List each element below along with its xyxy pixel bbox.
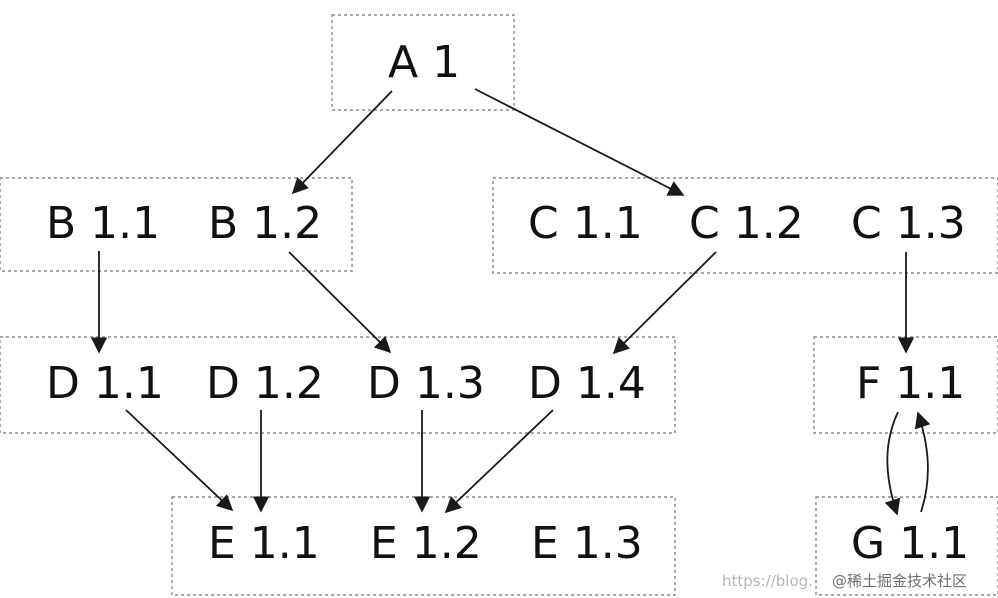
- node-b12: B 1.2: [208, 198, 322, 249]
- node-e13: E 1.3: [531, 518, 643, 569]
- node-b11: B 1.1: [46, 198, 160, 249]
- group-box-e: [171, 496, 676, 596]
- node-d12: D 1.2: [206, 358, 324, 409]
- node-d14: D 1.4: [528, 358, 646, 409]
- edge-d14-e12: [444, 409, 554, 514]
- group-box-b: [0, 177, 353, 272]
- edge-g11-f11: [914, 411, 931, 513]
- watermark-url: https://blog.: [722, 572, 813, 590]
- node-c13: C 1.3: [851, 198, 966, 249]
- node-a1: A 1: [388, 37, 460, 88]
- node-c11: C 1.1: [528, 198, 643, 249]
- edge-b12-d13: [288, 251, 392, 354]
- group-box-g: [815, 496, 998, 596]
- watermark-site: @稀土掘金技术社区: [832, 572, 967, 590]
- edge-d11-e11: [125, 409, 234, 512]
- group-box-a: [331, 14, 515, 111]
- node-e11: E 1.1: [208, 518, 320, 569]
- edge-f11-g11: [884, 411, 901, 516]
- node-f11: F 1.1: [856, 358, 965, 409]
- edge-a1-c12: [474, 88, 685, 196]
- node-g11: G 1.1: [851, 518, 969, 569]
- edge-c12-d14: [612, 251, 717, 355]
- node-d13: D 1.3: [367, 358, 485, 409]
- group-box-d: [0, 336, 676, 434]
- edge-a1-b12: [291, 90, 393, 195]
- node-c12: C 1.2: [689, 198, 804, 249]
- group-box-c: [492, 177, 998, 274]
- node-e12: E 1.2: [370, 518, 482, 569]
- node-d11: D 1.1: [46, 358, 164, 409]
